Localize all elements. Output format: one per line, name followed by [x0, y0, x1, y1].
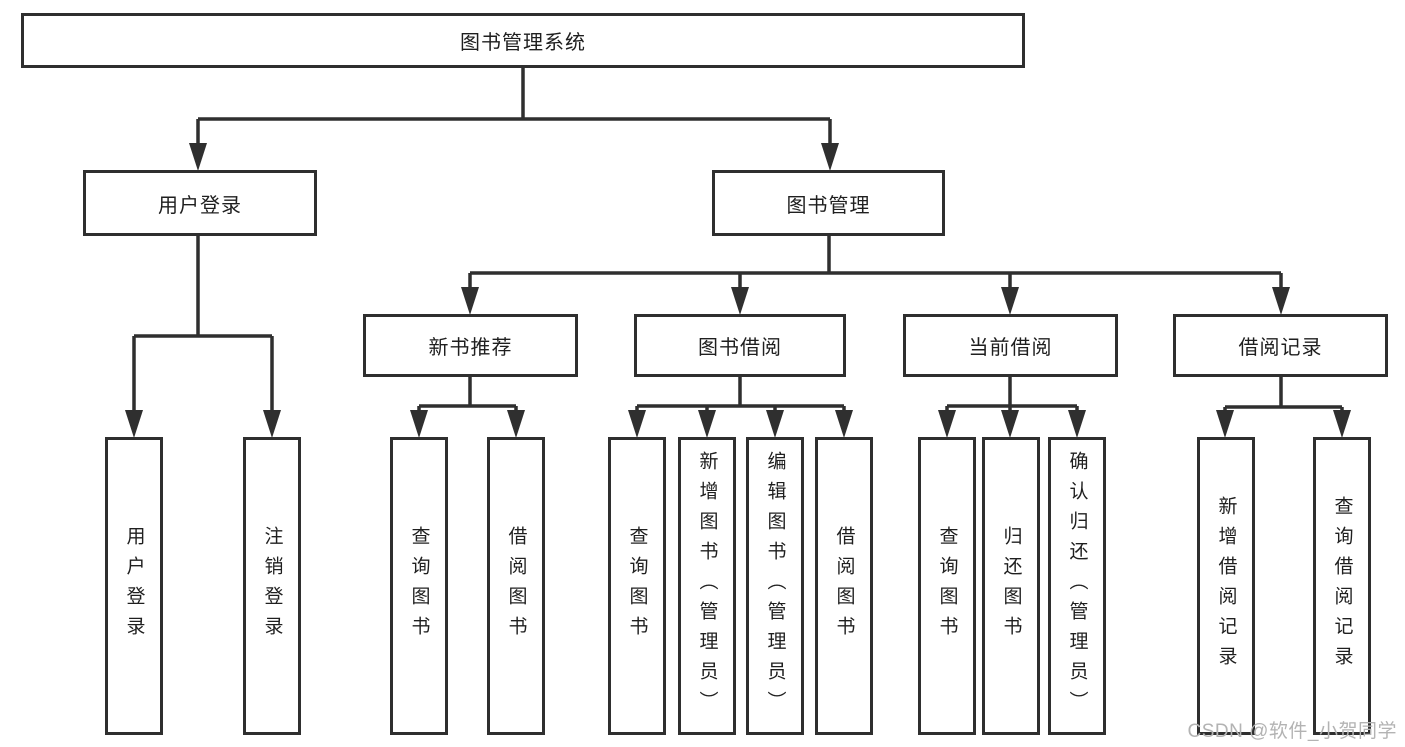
node-root-label: 图书管理系统	[460, 32, 586, 54]
leaf-add-book-admin: 新增图书（管理员）	[678, 437, 736, 735]
node-borrow-records: 借阅记录	[1173, 314, 1388, 377]
leaf-query-book-current: 查询图书	[918, 437, 976, 735]
leaf-return-book-label: 归还图书	[1000, 526, 1022, 646]
node-book-management: 图书管理	[712, 170, 945, 236]
leaf-query-book-borrow-label: 查询图书	[626, 526, 648, 646]
node-current-borrow-label: 当前借阅	[968, 337, 1053, 359]
node-book-management-label: 图书管理	[786, 194, 871, 217]
leaf-query-book-borrow: 查询图书	[608, 437, 666, 735]
node-new-book-recommend-label: 新书推荐	[428, 337, 513, 359]
leaf-query-book-current-label: 查询图书	[936, 526, 958, 646]
leaf-borrow-book-recommend: 借阅图书	[487, 437, 545, 735]
leaf-borrow-book-borrow: 借阅图书	[815, 437, 873, 735]
leaf-confirm-return-admin: 确认归还（管理员）	[1048, 437, 1106, 735]
leaf-query-borrow-record: 查询借阅记录	[1313, 437, 1371, 735]
leaf-edit-book-admin: 编辑图书（管理员）	[746, 437, 804, 735]
leaf-user-login-label: 用户登录	[123, 526, 145, 646]
leaf-add-borrow-record: 新增借阅记录	[1197, 437, 1255, 735]
node-new-book-recommend: 新书推荐	[363, 314, 578, 377]
node-borrow-records-label: 借阅记录	[1238, 337, 1323, 359]
node-current-borrow: 当前借阅	[903, 314, 1118, 377]
leaf-logout-login: 注销登录	[243, 437, 301, 735]
leaf-query-borrow-record-label: 查询借阅记录	[1331, 496, 1353, 676]
node-book-borrow-label: 图书借阅	[698, 337, 782, 359]
watermark: CSDN @软件_小贺同学	[1187, 721, 1397, 742]
leaf-borrow-book-recommend-label: 借阅图书	[505, 526, 527, 646]
node-user-login: 用户登录	[83, 170, 317, 236]
leaf-return-book: 归还图书	[982, 437, 1040, 735]
leaf-confirm-return-admin-label: 确认归还（管理员）	[1066, 451, 1088, 721]
leaf-logout-login-label: 注销登录	[261, 526, 283, 646]
leaf-add-book-admin-label: 新增图书（管理员）	[696, 451, 718, 721]
leaf-query-book-recommend: 查询图书	[390, 437, 448, 735]
node-root: 图书管理系统	[21, 13, 1025, 68]
leaf-add-borrow-record-label: 新增借阅记录	[1215, 496, 1237, 676]
leaf-borrow-book-borrow-label: 借阅图书	[833, 526, 855, 646]
node-book-borrow: 图书借阅	[634, 314, 846, 377]
arrowheads	[125, 143, 1351, 438]
leaf-edit-book-admin-label: 编辑图书（管理员）	[764, 451, 786, 721]
node-user-login-label: 用户登录	[158, 194, 242, 217]
leaf-user-login: 用户登录	[105, 437, 163, 735]
leaf-query-book-recommend-label: 查询图书	[408, 526, 430, 646]
